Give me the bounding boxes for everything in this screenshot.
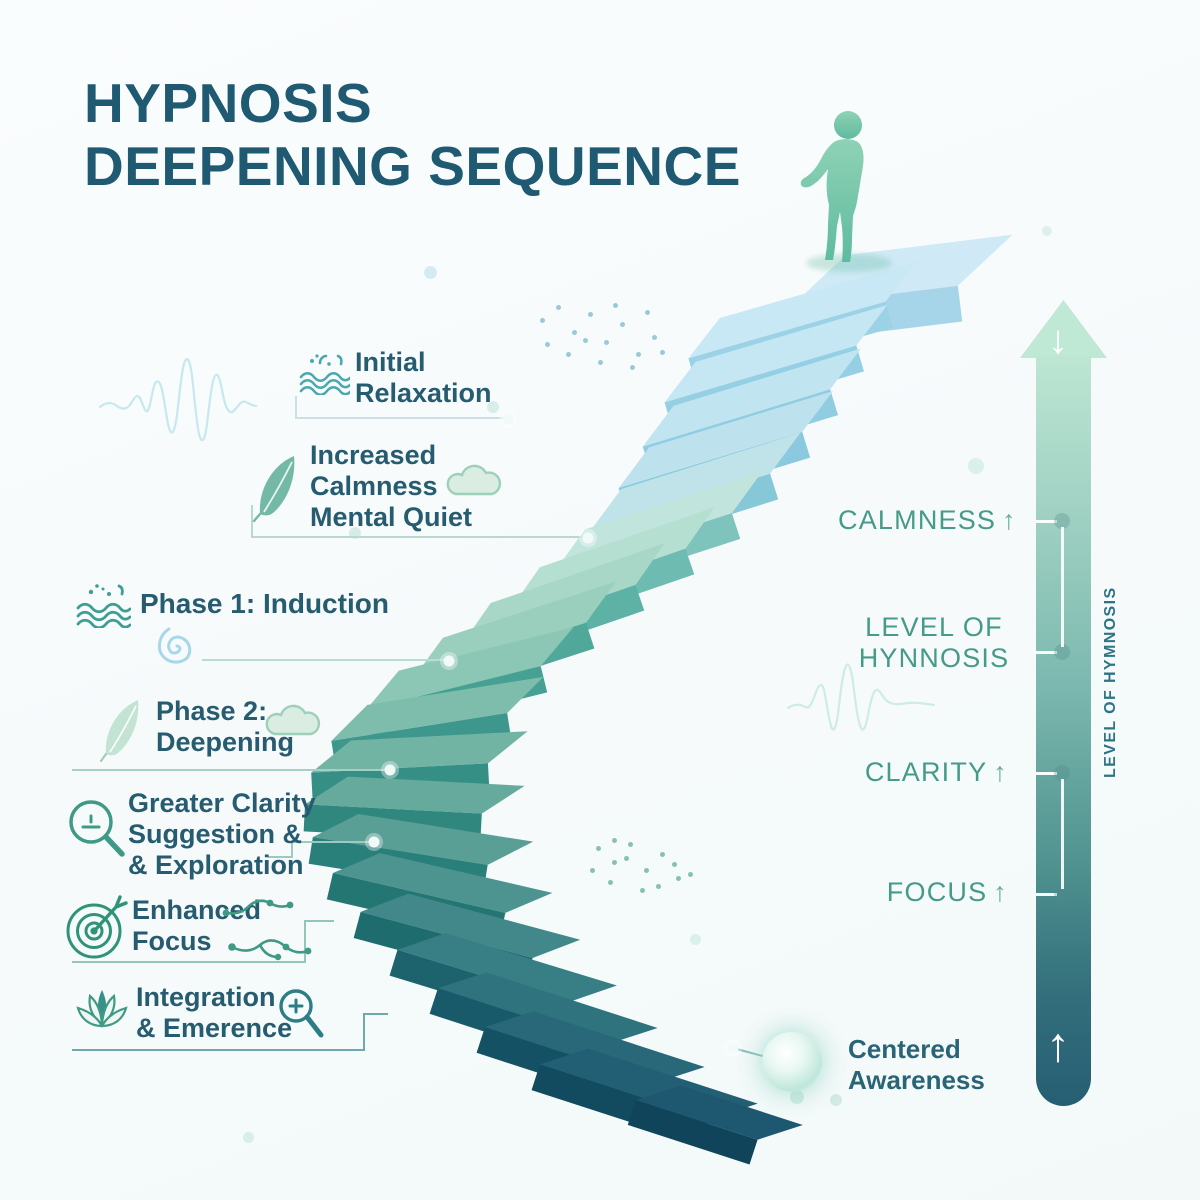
scale-text: HYNNOSIS [858,643,1010,673]
decor-dot [660,852,665,857]
up-arrow-icon: ↑ [1002,505,1017,535]
bar-down-arrow-icon: ↓ [1048,318,1068,362]
bar-range-segment [1061,527,1064,647]
up-arrow-icon: ↑ [993,757,1008,787]
decor-dot [652,335,657,340]
scale-level-of-hypnosis: LEVEL OF HYNNOSIS [858,612,1010,674]
scale-text: CLARITY [864,757,988,787]
decor-circle [243,1132,254,1143]
title-line-1: HYPNOSIS [84,72,373,134]
decor-dot [590,868,595,873]
decor-dot [644,868,649,873]
bar-range-segment [1061,779,1064,889]
decor-circle [424,266,437,279]
bar-tick-dot [1054,513,1070,529]
decor-dot [598,360,603,365]
centered-awareness-label: Centered Awareness [848,1034,985,1096]
waves-music-icon [76,584,131,628]
feather-icon [99,700,139,762]
stage-label-line: Increased [310,440,437,470]
cloud-icon [446,464,502,496]
scale-text: FOCUS [886,877,988,907]
decor-dot [630,365,635,370]
decor-dot [640,888,645,893]
final-label-line: Centered [848,1034,961,1064]
decor-dot [566,352,571,357]
title-line-2: DEEPENING SEQUENCE [84,135,741,197]
decor-dot [588,312,593,317]
decor-circle [968,458,984,474]
scale-clarity: CLARITY↑ [838,757,1008,788]
bar-tick-dot [1054,886,1070,902]
final-label-line: Awareness [848,1065,985,1095]
decor-dot [628,842,633,847]
stage-label-line: Phase 1: Induction [140,588,389,619]
scale-text: LEVEL OF [865,612,1003,642]
spiral-icon [157,627,192,664]
bar-tick [1036,893,1057,896]
bar-gradient-body [1036,356,1091,1106]
bar-tick [1036,520,1057,523]
decor-circle [1042,226,1052,236]
decor-dot [604,340,609,345]
bar-tick [1036,651,1057,654]
decor-circle [830,1094,842,1106]
decor-dot [620,322,625,327]
decor-dot [636,352,641,357]
stage-label-line: Greater Clarity [128,788,316,818]
decor-dot [556,305,561,310]
decor-dot [676,876,681,881]
page-title: HYPNOSIS DEEPENING SEQUENCE [84,72,741,198]
decor-dot [672,862,677,867]
decor-dot [608,880,613,885]
stage-label-line: Phase 2: [156,696,268,726]
stage-label-line: Initial [355,347,426,377]
decor-circle [690,934,701,945]
waves-music-icon [299,354,350,395]
up-arrow-icon: ↑ [993,877,1008,907]
decor-circle [790,1090,804,1104]
scale-calmness: CALMNESS↑ [838,505,1016,536]
bar-tick-dot [1054,644,1070,660]
person-icon [800,111,864,262]
decor-dot [612,860,617,865]
decor-dot [613,303,618,308]
glow-orb [762,1032,822,1092]
bar-tick [1036,772,1057,775]
decor-dot [656,884,661,889]
bar-tick-dot [1054,765,1070,781]
decor-dot [624,856,629,861]
scale-text: CALMNESS [838,505,997,535]
decor-dot [572,330,577,335]
bar-up-arrow-icon: ↑ [1046,1019,1070,1072]
decor-dot [612,838,617,843]
decor-dot [540,318,545,323]
decor-dot [645,310,650,315]
decor-dot [660,350,665,355]
cloud-icon [265,704,321,736]
decor-dot [545,342,550,347]
magnifier-icon [69,800,125,857]
decor-dot [596,846,601,851]
stage-label-line: Integration [136,982,276,1012]
stage-label-line: Calmness [310,471,438,501]
decor-dot [688,872,693,877]
scale-focus: FOCUS↑ [838,877,1008,908]
decor-dot [583,338,588,343]
